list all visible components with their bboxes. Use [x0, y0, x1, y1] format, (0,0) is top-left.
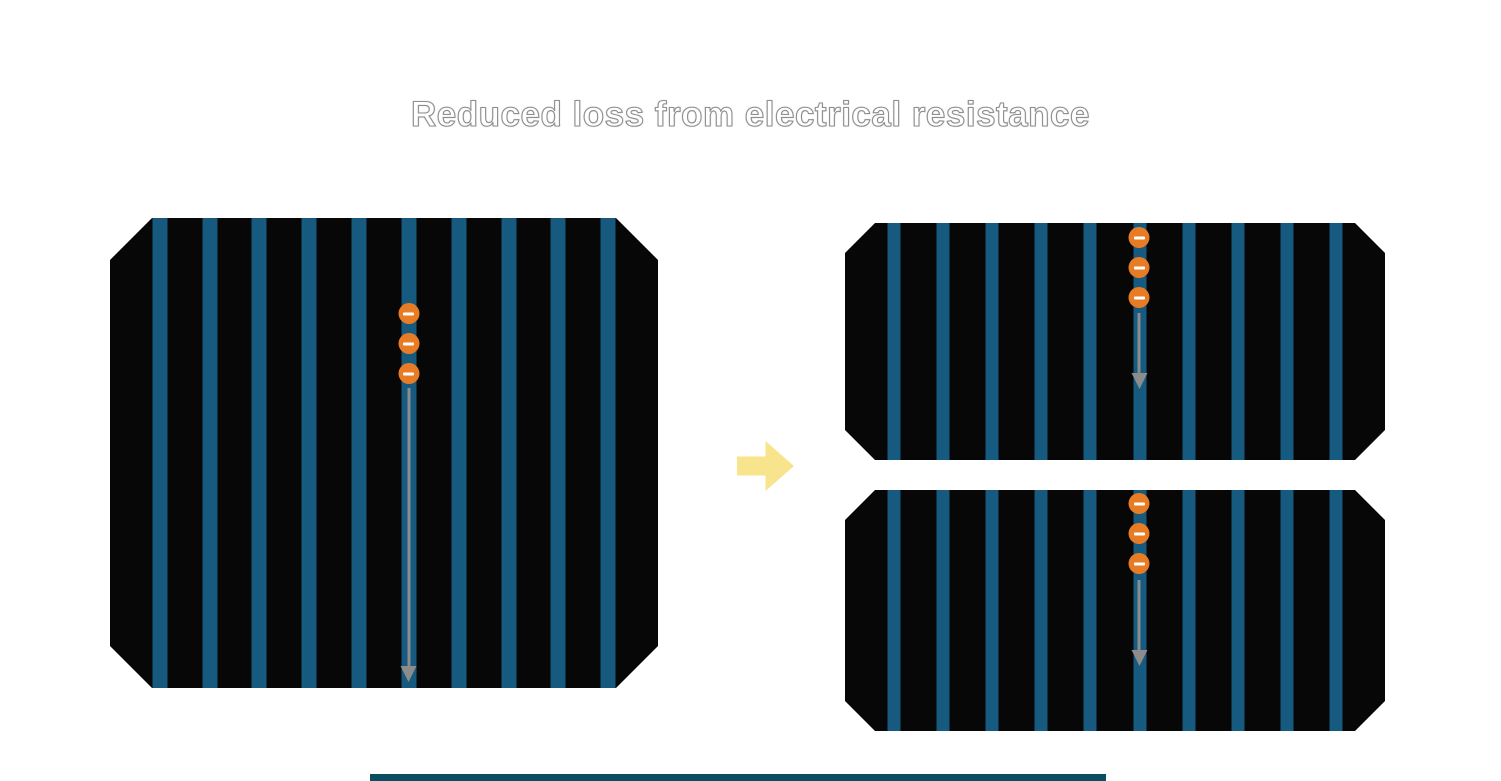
- busbar-stripe: [1084, 490, 1097, 731]
- busbar-stripes-half-bottom: [845, 490, 1385, 731]
- page-title: Reduced loss from electrical resistance: [410, 95, 1090, 135]
- solar-cell-full: [110, 218, 658, 688]
- electron-icon: [1129, 553, 1150, 574]
- busbar-stripe: [202, 218, 217, 688]
- busbar-stripe: [1035, 490, 1048, 731]
- electron-icon: [1129, 227, 1150, 248]
- busbar-stripe: [937, 223, 950, 460]
- busbar-stripe: [601, 218, 616, 688]
- current-flow-arrow-icon: [1138, 580, 1141, 650]
- busbar-stripe: [352, 218, 367, 688]
- busbar-stripe: [937, 490, 950, 731]
- busbar-stripe: [252, 218, 267, 688]
- busbar-stripe: [1035, 223, 1048, 460]
- current-flow-arrow-icon: [407, 388, 410, 666]
- solar-cell-half-bottom: [845, 490, 1385, 731]
- busbar-stripe: [888, 490, 901, 731]
- current-flow-arrow-icon: [1138, 313, 1141, 373]
- busbar-stripe: [501, 218, 516, 688]
- busbar-stripe: [1280, 223, 1293, 460]
- electron-icon: [398, 363, 419, 384]
- busbar-stripe: [302, 218, 317, 688]
- electron-icon: [398, 303, 419, 324]
- busbar-stripe: [152, 218, 167, 688]
- right-arrow-icon: [737, 441, 794, 491]
- busbar-stripe: [1329, 223, 1342, 460]
- busbar-stripes-half-top: [845, 223, 1385, 460]
- busbar-stripe: [1280, 490, 1293, 731]
- busbar-stripe: [1329, 490, 1342, 731]
- busbar-stripe: [1182, 490, 1195, 731]
- busbar-stripe: [986, 490, 999, 731]
- busbar-stripe: [1231, 223, 1244, 460]
- electron-icon: [1129, 287, 1150, 308]
- electron-icon: [1129, 257, 1150, 278]
- busbar-stripes-full: [110, 218, 658, 688]
- busbar-stripe: [1182, 223, 1195, 460]
- busbar-stripe: [986, 223, 999, 460]
- busbar-stripe: [451, 218, 466, 688]
- electron-icon: [1129, 493, 1150, 514]
- busbar-stripe: [551, 218, 566, 688]
- solar-cell-half-top: [845, 223, 1385, 460]
- busbar-stripe: [1231, 490, 1244, 731]
- electron-icon: [398, 333, 419, 354]
- busbar-stripe: [888, 223, 901, 460]
- busbar-stripe: [1084, 223, 1097, 460]
- electron-icon: [1129, 523, 1150, 544]
- bottom-edge-strip: [370, 774, 1106, 781]
